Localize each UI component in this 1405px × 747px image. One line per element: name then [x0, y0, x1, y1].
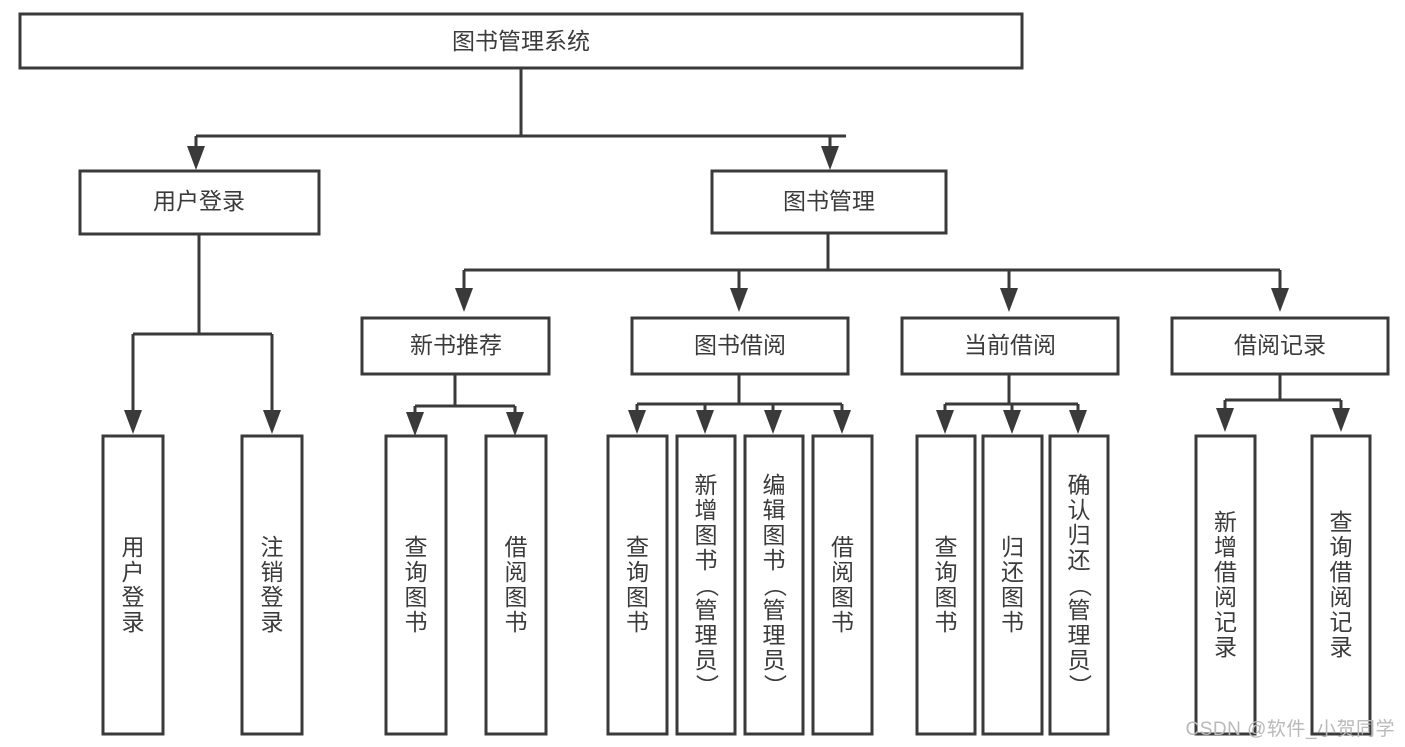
- node-borrow-record-label: 借阅记录: [1234, 332, 1326, 358]
- leaf-borrowrecord-1[interactable]: [1194, 434, 1257, 736]
- node-root-label: 图书管理系统: [452, 28, 590, 54]
- node-new-book-recommend[interactable]: 新书推荐: [360, 316, 551, 376]
- arrow-to-user-login: [187, 146, 205, 170]
- leaf-currentborrow-2[interactable]: [981, 434, 1044, 736]
- node-new-book-recommend-label: 新书推荐: [410, 332, 502, 358]
- node-root[interactable]: 图书管理系统: [18, 12, 1024, 70]
- leaf-currentborrow-3[interactable]: [1048, 434, 1110, 736]
- connector-newbook-to-leaves: [406, 374, 524, 436]
- node-borrow-record[interactable]: 借阅记录: [1170, 316, 1390, 376]
- node-book-borrow[interactable]: 图书借阅: [630, 316, 850, 376]
- leaf-bookborrow-1[interactable]: [606, 434, 669, 736]
- connector-root-to-level1: [194, 68, 846, 148]
- node-book-manage[interactable]: 图书管理: [710, 169, 948, 235]
- csdn-watermark: CSDN @软件_小贺同学: [1185, 719, 1395, 740]
- leaf-currentborrow-1[interactable]: [915, 434, 977, 736]
- leaf-newbook-1[interactable]: [384, 434, 448, 736]
- leaf-newbook-2[interactable]: [484, 434, 548, 736]
- connector-bookborrow-to-leaves: [628, 374, 851, 434]
- connector-bookmanage-to-level2: [455, 232, 1289, 312]
- node-book-borrow-label: 图书借阅: [694, 332, 786, 358]
- node-current-borrow[interactable]: 当前借阅: [900, 316, 1120, 376]
- leaf-user-login-2[interactable]: [240, 434, 304, 736]
- connector-borrowrecord-to-leaves: [1216, 374, 1350, 432]
- leaf-bookborrow-4[interactable]: [811, 434, 874, 736]
- node-book-manage-label: 图书管理: [783, 188, 875, 214]
- leaf-borrowrecord-2[interactable]: [1310, 434, 1372, 736]
- leaf-bookborrow-2[interactable]: [675, 434, 737, 736]
- leaf-bookborrow-3[interactable]: [743, 434, 805, 736]
- node-user-login[interactable]: 用户登录: [78, 169, 321, 236]
- leaf-user-login-1[interactable]: [101, 434, 165, 736]
- connector-userlogin-to-leaves: [124, 234, 281, 434]
- arrow-to-book-manage: [821, 146, 839, 170]
- node-user-login-label: 用户登录: [153, 188, 245, 214]
- node-current-borrow-label: 当前借阅: [964, 332, 1056, 358]
- connector-currentborrow-to-leaves: [936, 374, 1087, 434]
